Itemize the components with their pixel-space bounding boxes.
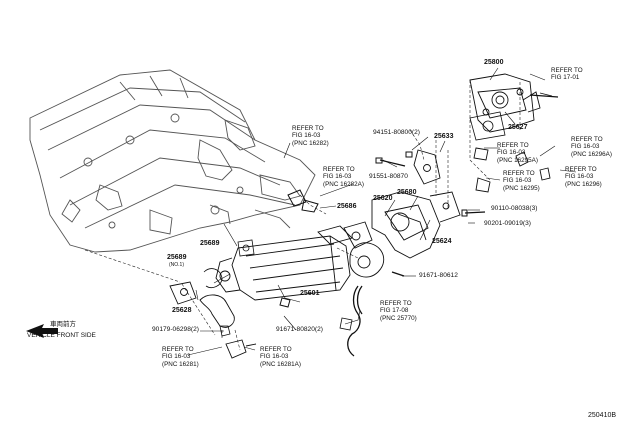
ref-fig-17-01: REFER TO FIG 17-01 <box>551 67 583 82</box>
ref-pnc-16296a: REFER TO FIG 16-03 (PNC 16296A) <box>571 136 612 158</box>
ref-pnc-16282a: REFER TO FIG 16-03 (PNC 16282A) <box>323 166 364 188</box>
part-label-25624: 25624 <box>432 238 452 245</box>
part-label-90110: 90110-08038(3) <box>491 205 538 212</box>
small-hoses <box>473 147 551 193</box>
egr-valve-assembly <box>469 73 559 133</box>
part-label-90179: 90179-06298(2) <box>152 326 199 333</box>
egr-gasket <box>469 111 506 141</box>
part-label-25689-upper: 25689 <box>200 240 220 247</box>
pipe-25628 <box>169 281 235 328</box>
ref-pnc-16282: REFER TO FIG 16-03 (PNC 16282) <box>292 125 329 147</box>
bolt-90179 <box>219 325 231 337</box>
ref-pnc-16295: REFER TO FIG 16-03 (PNC 16295) <box>503 170 540 192</box>
part-label-25601: 25601 <box>300 290 320 297</box>
vehicle-front-label-cn: 車両前方 <box>50 321 76 328</box>
ref-pnc-16295a: REFER TO FIG 16-03 (PNC 16295A) <box>497 142 538 164</box>
part-label-25620: 25620 <box>373 195 393 202</box>
egr-cooler <box>215 225 353 301</box>
part-label-25686: 25686 <box>337 203 357 210</box>
part-label-90201: 90201-09019(3) <box>484 220 531 227</box>
gaskets-25689 <box>203 239 255 288</box>
part-label-25627: 25627 <box>508 124 528 131</box>
hose-16281 <box>225 339 257 359</box>
front-arrow-icon <box>26 324 58 338</box>
vacuum-hose <box>339 285 363 357</box>
vehicle-front-label: VEHICLE FRONT SIDE <box>27 332 96 339</box>
figure-code: 250410B <box>588 412 617 419</box>
part-label-91671-80612: 91671-80612 <box>419 272 458 279</box>
dashed-leaders <box>84 80 521 351</box>
ref-pnc-16281a: REFER TO FIG 16-03 (PNC 16281A) <box>260 346 301 368</box>
egr-pipe-assembly <box>343 149 461 278</box>
ref-pnc-25770: REFER TO FIG 17-08 (PNC 25770) <box>380 300 417 322</box>
part-label-91671-80820: 91671-80820(2) <box>276 326 323 333</box>
ref-pnc-16281: REFER TO FIG 16-03 (PNC 16281) <box>162 346 199 368</box>
leader-lines <box>187 67 577 356</box>
part-label-25800: 25800 <box>484 59 504 66</box>
part-label-25689-note: (NO.1) <box>169 262 184 268</box>
part-label-25680: 25680 <box>397 189 417 196</box>
part-label-91551: 91551-80870 <box>369 173 408 180</box>
engine-block <box>29 69 316 253</box>
bolts <box>279 151 486 308</box>
part-label-25689-lower: 25689 <box>167 254 187 261</box>
part-label-94151: 94151-80800(2) <box>373 129 420 136</box>
part-label-25628: 25628 <box>172 307 192 314</box>
ref-pnc-16296: REFER TO FIG 16-03 (PNC 16296) <box>565 166 602 188</box>
part-label-25633: 25633 <box>434 133 454 140</box>
